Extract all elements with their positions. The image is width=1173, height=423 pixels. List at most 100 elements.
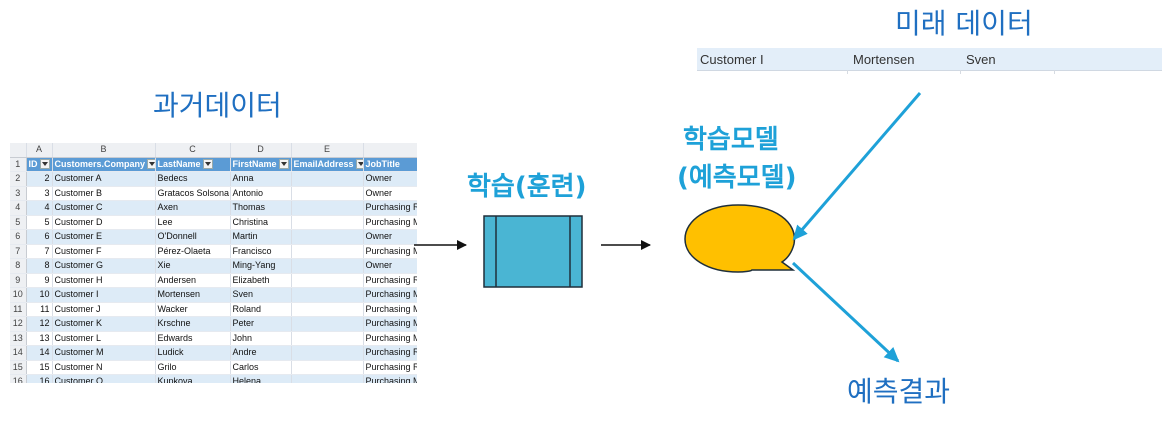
row-number: 12 (10, 316, 27, 332)
table-cell (291, 360, 364, 375)
column-header: ID (26, 157, 53, 172)
table-cell (291, 200, 364, 216)
column-header: JobTitle (363, 157, 417, 172)
table-cell: Purchasing R (363, 360, 417, 375)
column-header: FirstName (230, 157, 292, 172)
row-number: 16 (10, 374, 27, 383)
column-letter (363, 143, 417, 158)
model-bubble-shape (684, 204, 796, 273)
table-cell: Customer C (52, 200, 156, 216)
table-cell: Helena (230, 374, 292, 383)
column-letter: C (155, 143, 231, 158)
table-cell: 15 (26, 360, 53, 375)
table-cell: Axen (155, 200, 231, 216)
table-cell: Kupkova (155, 374, 231, 383)
filter-dropdown-icon[interactable] (355, 159, 362, 170)
table-cell: Purchasing M (363, 316, 417, 332)
table-cell: Owner (363, 171, 417, 187)
table-cell: Purchasing M (363, 215, 417, 230)
table-cell: 14 (26, 345, 53, 361)
table-cell (291, 273, 364, 288)
table-cell: Owner (363, 186, 417, 201)
filter-dropdown-icon[interactable] (202, 159, 213, 170)
table-cell: Customer L (52, 331, 156, 346)
row-number: 13 (10, 331, 27, 346)
table-cell: John (230, 331, 292, 346)
table-cell: Owner (363, 229, 417, 245)
training-process-box (483, 215, 583, 288)
table-cell: 8 (26, 258, 53, 274)
table-cell: Customer A (52, 171, 156, 187)
table-cell: Xie (155, 258, 231, 274)
table-cell: 3 (26, 186, 53, 201)
table-cell: Customer B (52, 186, 156, 201)
table-cell (291, 345, 364, 361)
table-cell: Gratacos Solsona (155, 186, 231, 201)
training-label: 학습(훈련) (467, 172, 587, 202)
table-cell: Purchasing M (363, 302, 417, 317)
table-cell: Antonio (230, 186, 292, 201)
table-cell: Customer D (52, 215, 156, 230)
column-header: LastName (155, 157, 231, 172)
future-data-row: Customer I Mortensen Sven (697, 48, 1162, 74)
table-cell: Ming-Yang (230, 258, 292, 274)
filter-dropdown-icon[interactable] (147, 159, 154, 170)
sheet-corner (10, 143, 27, 158)
filter-dropdown-icon[interactable] (39, 159, 50, 170)
row-number: 1 (10, 157, 27, 172)
table-cell: 4 (26, 200, 53, 216)
table-cell: 7 (26, 244, 53, 259)
table-cell: Francisco (230, 244, 292, 259)
column-header: Customers.Company (52, 157, 156, 172)
table-cell: Thomas (230, 200, 292, 216)
table-cell: Customer J (52, 302, 156, 317)
table-cell: 6 (26, 229, 53, 245)
table-cell: Purchasing R (363, 200, 417, 216)
table-cell (291, 171, 364, 187)
table-cell: 5 (26, 215, 53, 230)
table-cell: Lee (155, 215, 231, 230)
table-cell (291, 215, 364, 230)
table-cell: Customer K (52, 316, 156, 332)
future-first-name: Sven (966, 52, 996, 67)
row-number: 9 (10, 273, 27, 288)
table-cell (291, 229, 364, 245)
table-cell: O'Donnell (155, 229, 231, 245)
table-cell: Customer M (52, 345, 156, 361)
table-cell (291, 244, 364, 259)
table-cell: Sven (230, 287, 292, 303)
table-cell: Roland (230, 302, 292, 317)
table-cell: Wacker (155, 302, 231, 317)
past-data-label: 과거데이터 (153, 89, 282, 122)
table-cell: Customer N (52, 360, 156, 375)
filter-dropdown-icon[interactable] (278, 159, 289, 170)
table-cell: Anna (230, 171, 292, 187)
table-cell: Customer O (52, 374, 156, 383)
model-label-line2: (예측모델) (677, 163, 797, 193)
table-cell: 12 (26, 316, 53, 332)
column-header-label: LastName (157, 158, 201, 169)
row-number: 4 (10, 200, 27, 216)
table-cell: Elizabeth (230, 273, 292, 288)
table-cell (291, 316, 364, 332)
table-cell (291, 374, 364, 383)
table-cell: Grilo (155, 360, 231, 375)
table-cell (291, 258, 364, 274)
table-cell: Owner (363, 258, 417, 274)
table-cell (291, 302, 364, 317)
table-cell: 2 (26, 171, 53, 187)
row-number: 15 (10, 360, 27, 375)
table-cell: Andre (230, 345, 292, 361)
row-number: 7 (10, 244, 27, 259)
column-letter: A (26, 143, 53, 158)
table-cell: 16 (26, 374, 53, 383)
column-header: EmailAddress (291, 157, 364, 172)
